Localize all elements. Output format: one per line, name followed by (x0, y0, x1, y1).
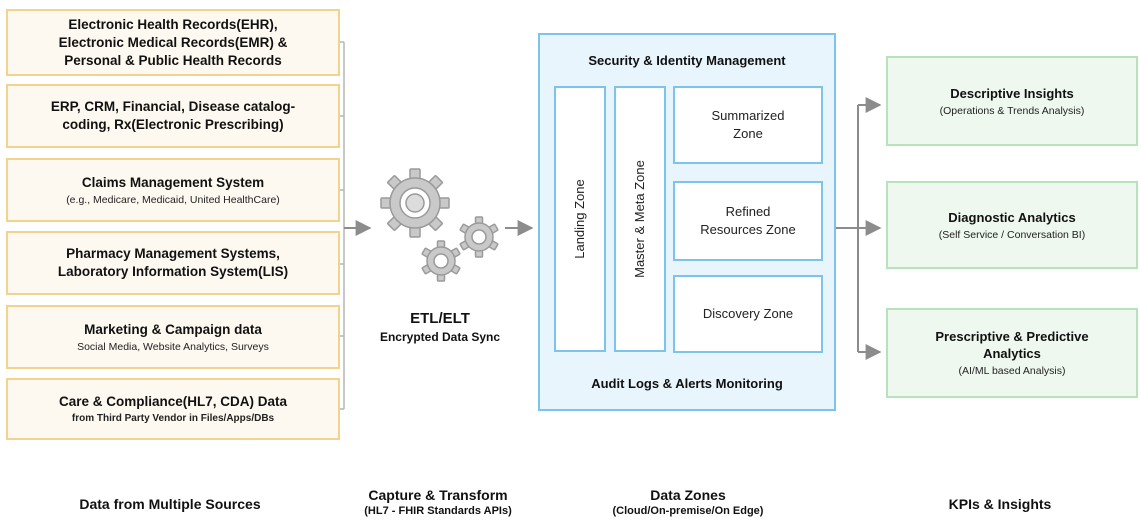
source-ehr: Electronic Health Records(EHR), Electron… (6, 9, 340, 76)
footer-zones: Data Zones (Cloud/On-premise/On Edge) (588, 487, 788, 517)
source-line: Claims Management System (81, 174, 265, 190)
source-pharmacy: Pharmacy Management Systems, Laboratory … (6, 231, 340, 295)
kpi-title: Diagnostic Analytics (948, 209, 1076, 225)
source-note: (e.g., Medicare, Medicaid, United Health… (66, 193, 280, 206)
landing-zone-label: Landing Zone (572, 179, 588, 259)
source-line: ERP, CRM, Financial, Disease catalog- (50, 99, 296, 114)
source-marketing: Marketing & Campaign data Social Media, … (6, 305, 340, 369)
source-note: from Third Party Vendor in Files/Apps/DB… (71, 413, 275, 424)
gears-icon (380, 168, 499, 282)
etl-label: ETL/ELT Encrypted Data Sync (360, 310, 520, 344)
refined-line: Resources Zone (700, 222, 796, 237)
security-label: Security & Identity Management (588, 53, 786, 68)
footer-title: KPIs & Insights (948, 496, 1052, 512)
landing-zone: Landing Zone (554, 86, 606, 352)
master-meta-zone: Master & Meta Zone (614, 86, 666, 352)
source-line: Electronic Medical Records(EMR) & (58, 34, 288, 50)
source-erp: ERP, CRM, Financial, Disease catalog- co… (6, 84, 340, 148)
master-zone-label: Master & Meta Zone (632, 160, 647, 278)
discovery-zone: Discovery Zone (673, 275, 823, 353)
kpi-note: (Self Service / Conversation BI) (938, 228, 1086, 241)
summarized-line: Summarized (711, 108, 785, 123)
footer-kpis: KPIs & Insights (900, 496, 1100, 512)
kpi-diagnostic: Diagnostic Analytics (Self Service / Con… (886, 181, 1138, 269)
source-line: Care & Compliance(HL7, CDA) Data (58, 394, 288, 409)
data-zones-panel: Security & Identity Management Landing Z… (538, 33, 836, 411)
kpi-note: (Operations & Trends Analysis) (939, 104, 1085, 117)
kpi-title: Descriptive Insights (950, 85, 1074, 101)
source-line: Personal & Public Health Records (64, 52, 282, 68)
summarized-zone: Summarized Zone (673, 86, 823, 164)
kpi-title: Prescriptive & Predictive (935, 329, 1089, 344)
kpi-title: Analytics (983, 346, 1041, 361)
source-line: Laboratory Information System(LIS) (57, 264, 289, 279)
kpi-descriptive: Descriptive Insights (Operations & Trend… (886, 56, 1138, 146)
source-claims: Claims Management System (e.g., Medicare… (6, 158, 340, 222)
footer-subtitle: (HL7 - FHIR Standards APIs) (364, 505, 512, 517)
kpi-note: (AI/ML based Analysis) (958, 365, 1066, 377)
footer-subtitle: (Cloud/On-premise/On Edge) (612, 505, 764, 517)
summarized-line: Zone (733, 126, 763, 141)
footer-capture: Capture & Transform (HL7 - FHIR Standard… (338, 487, 538, 517)
etl-title: ETL/ELT (410, 310, 470, 327)
etl-subtitle: Encrypted Data Sync (379, 330, 501, 344)
source-care-compliance: Care & Compliance(HL7, CDA) Data from Th… (6, 378, 340, 440)
footer-title: Capture & Transform (368, 487, 508, 503)
footer-title: Data from Multiple Sources (79, 496, 261, 512)
kpi-prescriptive: Prescriptive & Predictive Analytics (AI/… (886, 308, 1138, 398)
source-line: coding, Rx(Electronic Prescribing) (62, 117, 284, 132)
source-line: Marketing & Campaign data (84, 321, 262, 337)
footer-sources: Data from Multiple Sources (20, 496, 320, 512)
refined-resources-zone: Refined Resources Zone (673, 181, 823, 261)
footer-title: Data Zones (650, 487, 726, 503)
discovery-label: Discovery Zone (702, 306, 794, 321)
audit-label: Audit Logs & Alerts Monitoring (591, 376, 783, 391)
source-note: Social Media, Website Analytics, Surveys (77, 340, 269, 353)
refined-line: Refined (725, 204, 771, 219)
source-line: Electronic Health Records(EHR), (68, 16, 278, 32)
source-line: Pharmacy Management Systems, (66, 246, 280, 261)
